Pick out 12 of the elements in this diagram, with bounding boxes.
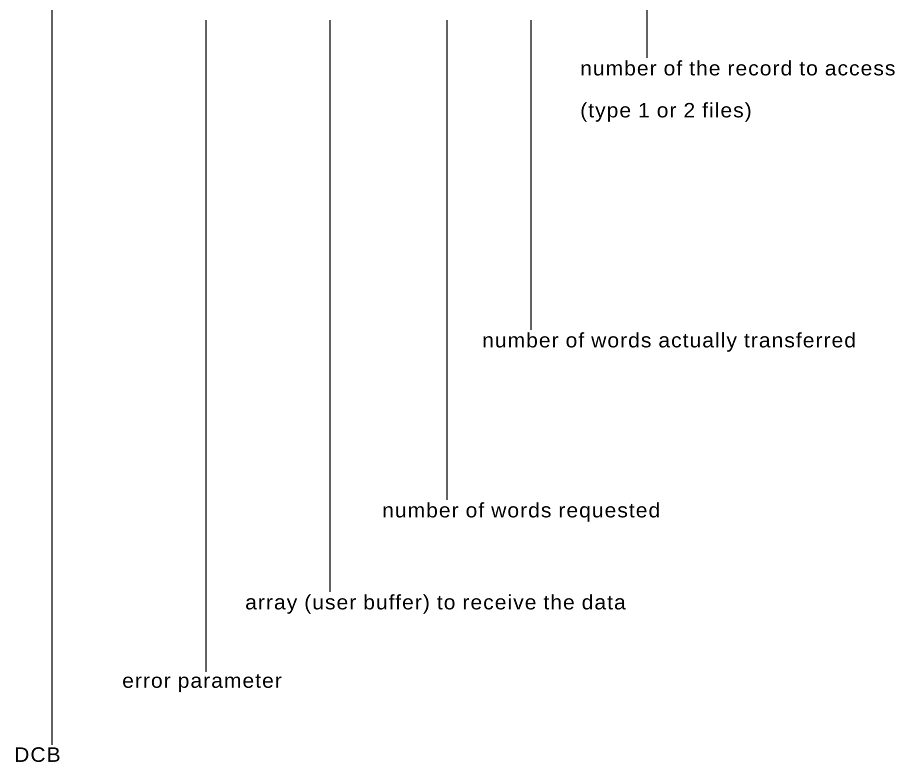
leader-line — [646, 10, 648, 58]
label-text: DCB — [16, 747, 60, 762]
leader-line — [530, 20, 532, 330]
label-text: number of words actually transferred — [484, 332, 855, 352]
leader-line — [446, 20, 448, 500]
leader-line — [51, 10, 53, 745]
leader-line — [205, 20, 207, 672]
leader-line — [329, 20, 331, 592]
label-text: error parameter — [123, 674, 282, 692]
label-text: number of words requested — [384, 502, 659, 522]
label-text: array (user buffer) to receive the data — [246, 594, 626, 614]
label-text: number of the record to access (type 1 or 2 files) — [582, 60, 895, 122]
